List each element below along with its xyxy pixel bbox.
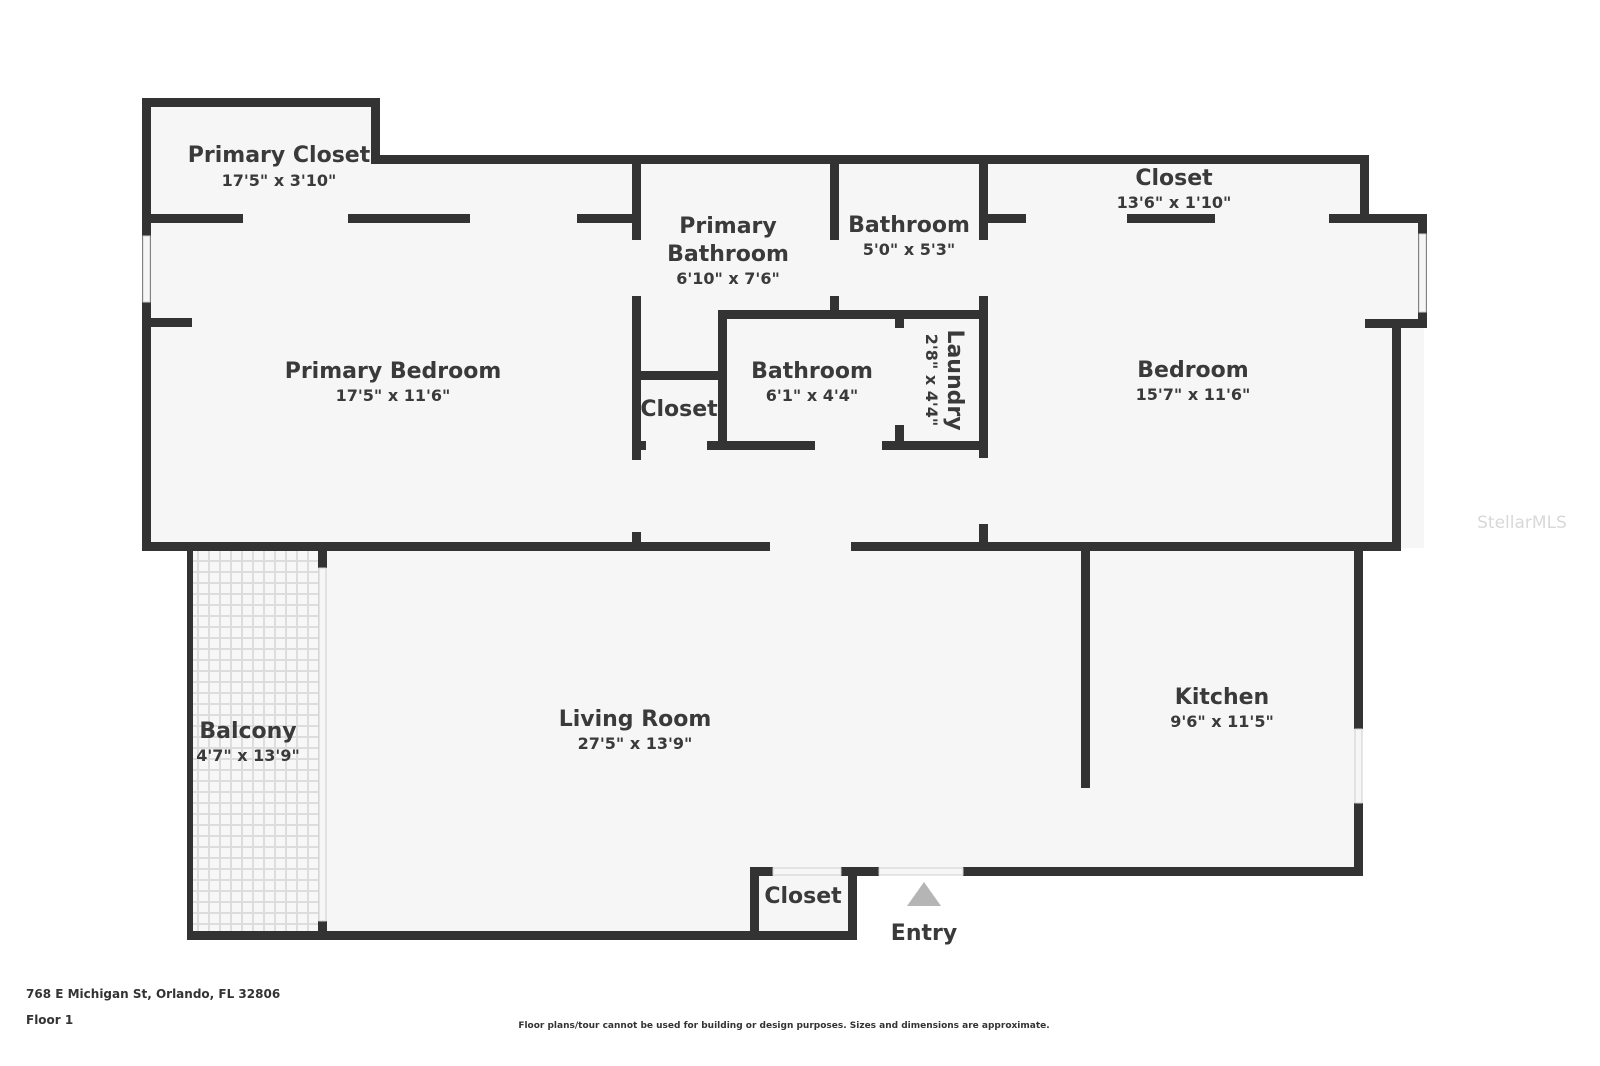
primary-closet-label: Primary Closet 17'5" x 3'10"	[188, 143, 371, 190]
closet-middle-label: Closet	[640, 397, 718, 422]
window-left	[142, 235, 151, 303]
bathroom-top-label: Bathroom 5'0" x 5'3"	[848, 213, 970, 259]
svg-text:Closet: Closet	[1135, 166, 1213, 191]
living-room-label: Living Room 27'5" x 13'9"	[559, 707, 712, 753]
svg-text:27'5" x 13'9": 27'5" x 13'9"	[578, 734, 693, 753]
window-balcony	[318, 567, 327, 922]
disclaimer-text: Floor plans/tour cannot be used for buil…	[518, 1021, 1049, 1031]
balcony-floor	[191, 549, 322, 932]
primary-bedroom-label: Primary Bedroom 17'5" x 11'6"	[285, 359, 502, 405]
svg-text:Bedroom: Bedroom	[1137, 358, 1248, 383]
window-right	[1418, 233, 1427, 313]
windows	[142, 233, 1427, 922]
walls	[142, 98, 1427, 940]
watermark: StellarMLS	[1477, 513, 1567, 533]
floor-fills	[147, 104, 1424, 935]
svg-text:Closet: Closet	[764, 884, 842, 909]
entry-label: Entry	[891, 921, 957, 946]
svg-text:2'8" x 4'4": 2'8" x 4'4"	[922, 334, 941, 426]
closet-top-right-label: Closet 13'6" x 1'10"	[1117, 166, 1232, 212]
svg-text:6'10" x 7'6": 6'10" x 7'6"	[676, 269, 780, 288]
svg-text:6'1" x 4'4": 6'1" x 4'4"	[766, 386, 858, 405]
svg-text:Primary: Primary	[679, 214, 776, 239]
svg-text:5'0" x 5'3": 5'0" x 5'3"	[863, 240, 955, 259]
bathroom-middle-label: Bathroom 6'1" x 4'4"	[751, 359, 873, 405]
bedroom-label: Bedroom 15'7" x 11'6"	[1136, 358, 1251, 404]
svg-text:Balcony: Balcony	[199, 719, 296, 744]
svg-text:Bathroom: Bathroom	[751, 359, 873, 384]
floor-text: Floor 1	[26, 1013, 73, 1027]
svg-text:15'7" x 11'6": 15'7" x 11'6"	[1136, 385, 1251, 404]
svg-text:Closet: Closet	[640, 397, 718, 422]
svg-text:Primary Closet: Primary Closet	[188, 143, 371, 168]
balcony-label: Balcony 4'7" x 13'9"	[196, 719, 300, 765]
primary-bathroom-label: Primary Bathroom 6'10" x 7'6"	[667, 214, 789, 288]
address-text: 768 E Michigan St, Orlando, FL 32806	[26, 987, 280, 1001]
svg-text:4'7" x 13'9": 4'7" x 13'9"	[196, 746, 300, 765]
kitchen-label: Kitchen 9'6" x 11'5"	[1170, 685, 1274, 731]
svg-text:Bathroom: Bathroom	[667, 242, 789, 267]
svg-text:17'5" x 3'10": 17'5" x 3'10"	[222, 171, 337, 190]
window-bottom-closet	[772, 867, 842, 876]
window-kitchen	[1354, 728, 1363, 804]
svg-text:17'5" x 11'6": 17'5" x 11'6"	[336, 386, 451, 405]
triangle-up-icon	[907, 882, 941, 906]
svg-text:Living Room: Living Room	[559, 707, 712, 732]
closet-bottom-label: Closet	[764, 884, 842, 909]
svg-text:9'6" x 11'5": 9'6" x 11'5"	[1170, 712, 1274, 731]
svg-text:Kitchen: Kitchen	[1175, 685, 1269, 710]
svg-text:Bathroom: Bathroom	[848, 213, 970, 238]
laundry-label: Laundry 2'8" x 4'4"	[922, 329, 967, 430]
svg-text:13'6" x 1'10": 13'6" x 1'10"	[1117, 193, 1232, 212]
window-entry	[878, 867, 964, 876]
svg-text:Primary Bedroom: Primary Bedroom	[285, 359, 502, 384]
svg-text:Laundry: Laundry	[942, 329, 967, 430]
